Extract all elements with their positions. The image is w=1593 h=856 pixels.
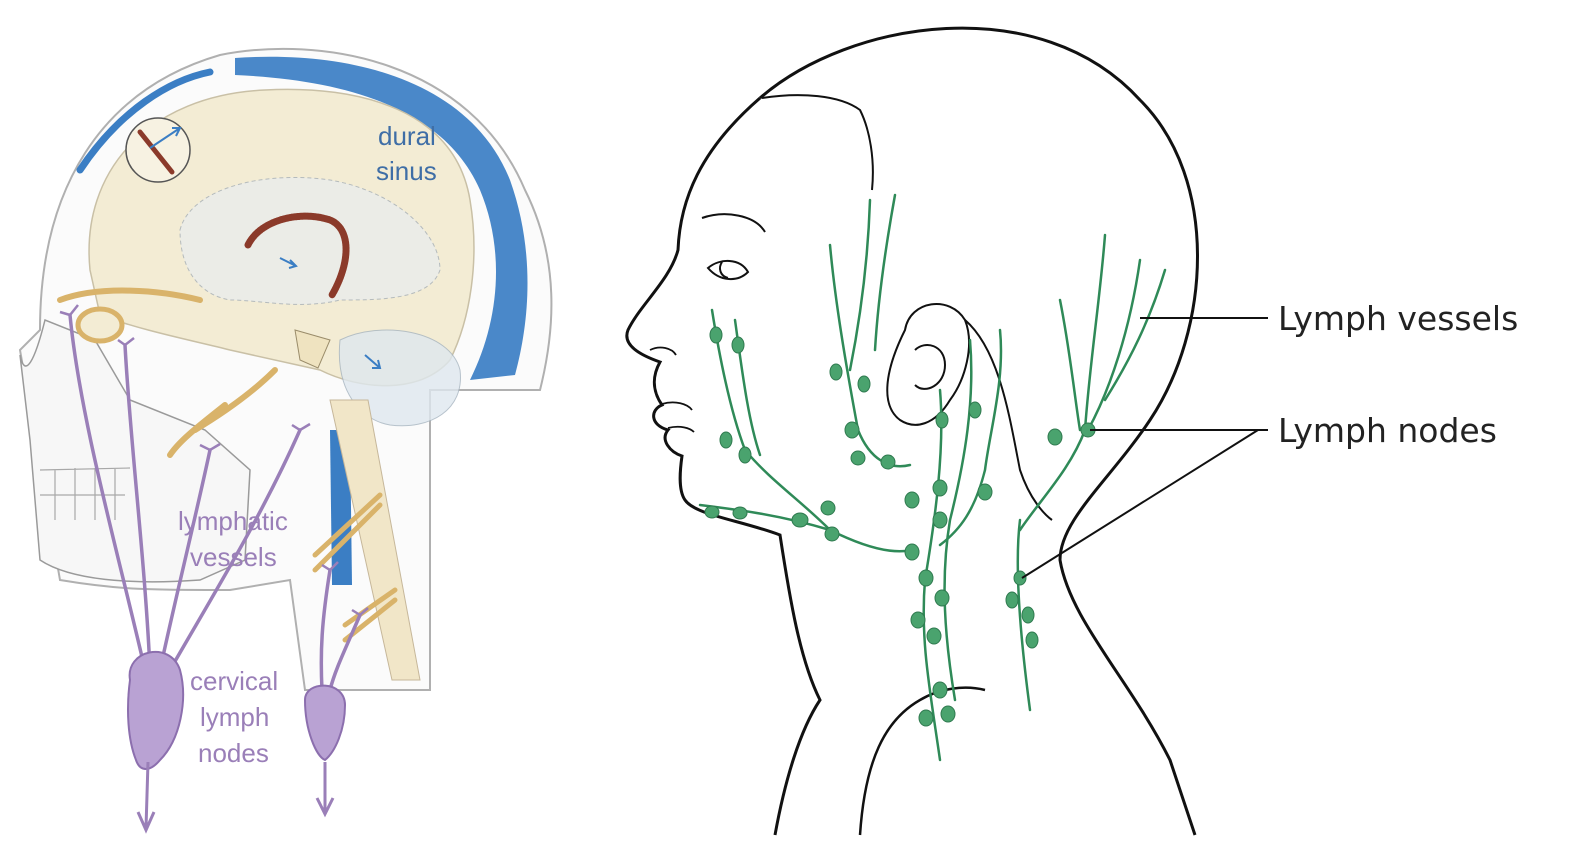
eye-nerve bbox=[78, 309, 122, 341]
right-figure: Lymph vessels Lymph nodes bbox=[627, 28, 1518, 835]
nostril bbox=[650, 348, 676, 355]
left-figure: dural sinus lymphatic vessels cervical l… bbox=[20, 49, 551, 830]
label-sinus: sinus bbox=[376, 156, 437, 186]
eye-icon bbox=[708, 261, 748, 279]
label-nodes: nodes bbox=[198, 738, 269, 768]
leader-line-lymph-nodes bbox=[1022, 430, 1268, 578]
face-profile-outline bbox=[627, 98, 820, 835]
efferent-arrow-right-icon bbox=[317, 762, 333, 814]
shoulder-collar bbox=[860, 688, 985, 835]
label-lymph-nodes: Lymph nodes bbox=[1278, 411, 1497, 450]
label-vessels: vessels bbox=[190, 542, 277, 572]
hairline bbox=[762, 95, 873, 190]
label-lymphatic: lymphatic bbox=[178, 506, 288, 536]
label-dural: dural bbox=[378, 121, 436, 151]
lips bbox=[662, 402, 694, 432]
ear bbox=[887, 304, 969, 425]
head-profile-outline bbox=[760, 28, 1198, 835]
efferent-arrow-left-icon bbox=[138, 762, 154, 830]
label-cervical: cervical bbox=[190, 666, 278, 696]
lymph-vessel-network bbox=[700, 195, 1165, 760]
cervical-lymph-node-small bbox=[305, 686, 345, 760]
label-lymph: lymph bbox=[200, 702, 269, 732]
cervical-lymph-node-large bbox=[128, 652, 183, 769]
lymph-node-cluster bbox=[705, 327, 1095, 726]
label-lymph-vessels: Lymph vessels bbox=[1278, 299, 1518, 338]
eyebrow bbox=[702, 214, 765, 232]
